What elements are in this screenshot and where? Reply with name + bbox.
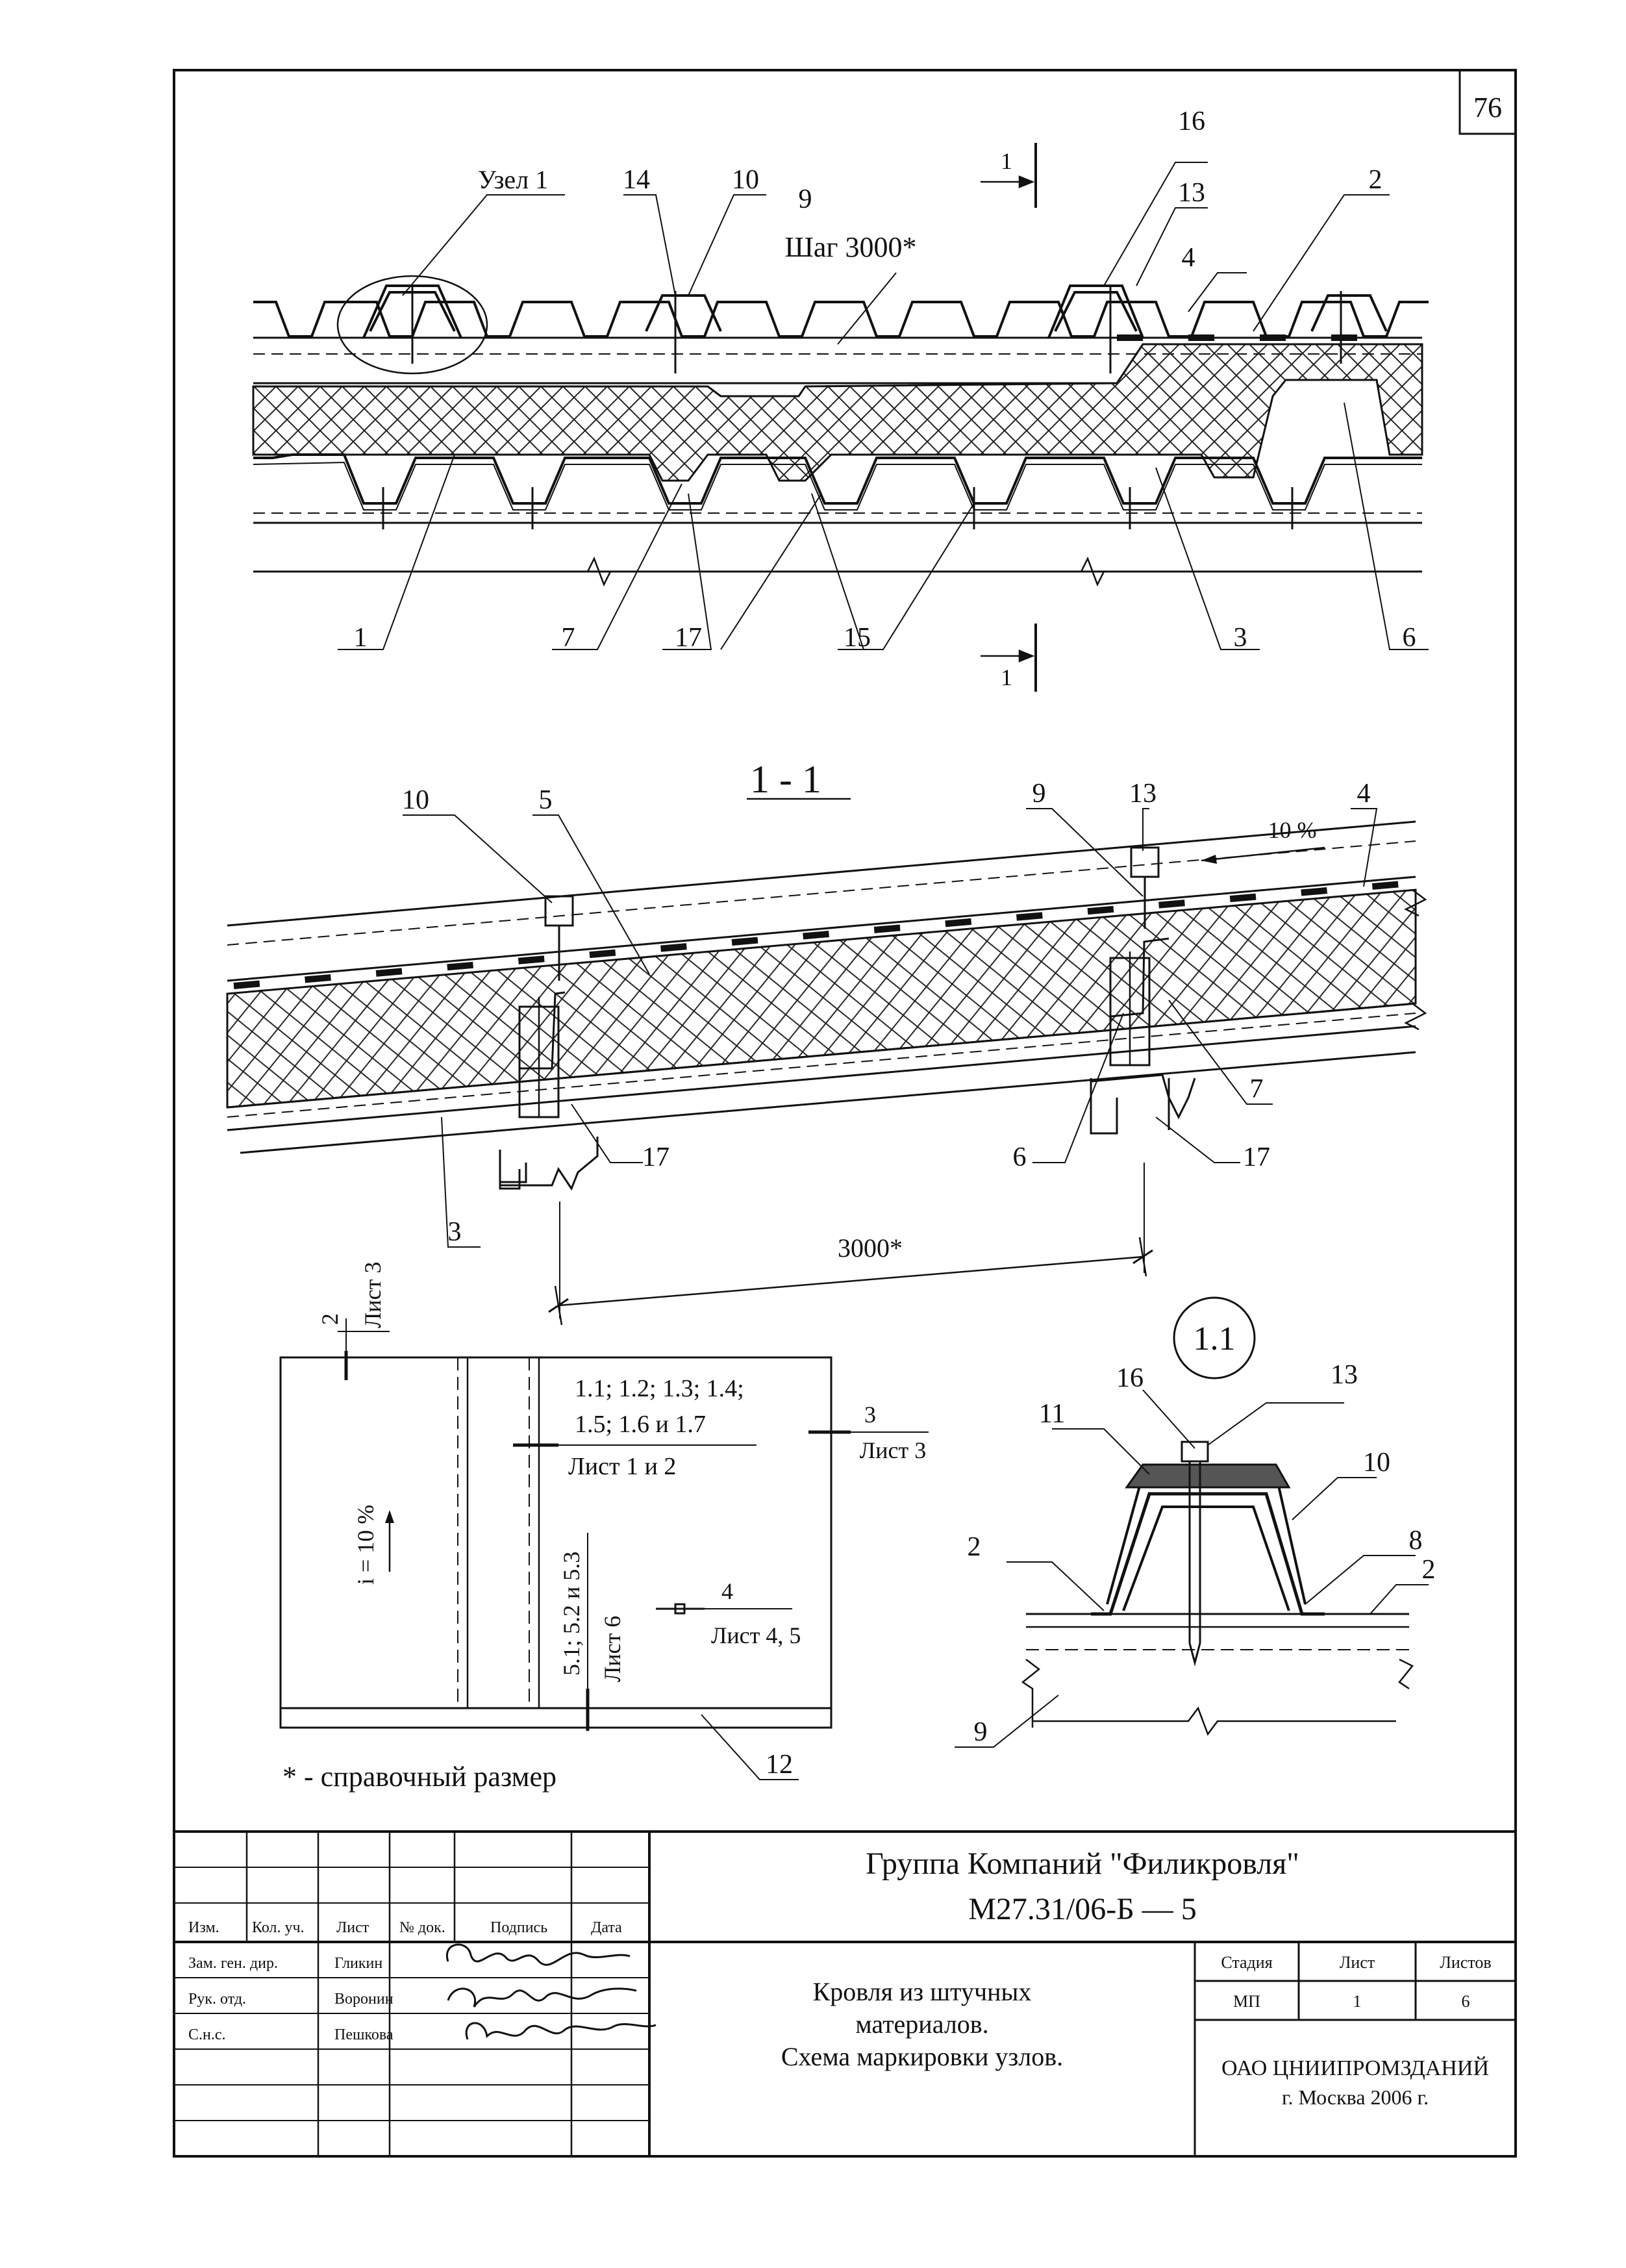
section-mark-top: 1 (1001, 148, 1012, 174)
detail-callout-13: 13 (1331, 1360, 1358, 1390)
section-callout-3: 3 (448, 1217, 462, 1247)
section-callout-17a: 17 (642, 1142, 669, 1172)
callout-2: 2 (1369, 165, 1382, 195)
callout-13: 13 (1178, 178, 1205, 208)
tb-name-3: Пешкова (334, 2026, 394, 2043)
detail-callout-9: 9 (974, 1717, 988, 1747)
callout-14: 14 (623, 165, 650, 195)
title-block: Изм. Кол. уч. Лист № док. Подпись Дата З… (174, 1830, 1516, 2156)
callout-10: 10 (732, 165, 759, 195)
plan-scheme: i = 10 % 2 Лист 3 3 Лист 3 1.1; 1.2; 1.3… (279, 1262, 929, 1780)
plan-node-4-sheet: Лист 4, 5 (711, 1622, 801, 1648)
tb-title-3: Схема маркировки узлов. (781, 2042, 1063, 2071)
callout-9: 9 (799, 184, 812, 214)
section-1-1: 1 - 1 (226, 758, 1427, 1326)
tb-code: М27.31/06-Б — 5 (968, 1892, 1197, 1926)
section-slope: 10 % (1268, 817, 1317, 843)
sheet-number: 76 (1473, 92, 1502, 123)
sheet-number-box (1458, 69, 1517, 135)
tb-role-2: Рук. отд. (188, 1991, 246, 2008)
tb-company: Группа Компаний "Филикровля" (866, 1846, 1299, 1881)
tb-org: ОАО ЦНИИПРОМЗДАНИЙ (1221, 2056, 1489, 2080)
detail-callout-11: 11 (1039, 1399, 1065, 1429)
plan-callout-12: 12 (766, 1750, 793, 1780)
tb-role-3: С.н.с. (188, 2026, 226, 2043)
section-callout-13: 13 (1129, 779, 1157, 809)
plan-cut-2-sheet: Лист 3 (360, 1262, 386, 1328)
signatures (445, 1943, 657, 2040)
tb-name-2: Воронин (334, 1991, 394, 2008)
plan-cut-3-sheet: Лист 3 (860, 1437, 926, 1463)
callout-7: 7 (562, 623, 575, 653)
tb-header-sign: Подпись (490, 1919, 547, 1936)
node-1-label: Узел 1 (478, 165, 548, 194)
tb-city: г. Москва 2006 г. (1282, 2085, 1429, 2109)
tb-header-list: Лист (336, 1919, 369, 1936)
insulation-band (252, 343, 1423, 482)
callout-6: 6 (1403, 623, 1416, 653)
plan-cut-3: 3 (864, 1402, 876, 1428)
tb-header-izm: Изм. (188, 1919, 219, 1936)
tb-role-1: Зам. ген. дир. (188, 1955, 278, 1972)
tb-header-date: Дата (591, 1919, 622, 1936)
callout-3: 3 (1234, 623, 1247, 653)
plan-slope: i = 10 % (353, 1505, 379, 1585)
detail-callout-10: 10 (1363, 1448, 1390, 1478)
tb-sheets: 6 (1462, 1992, 1470, 2011)
detail-callout-2b: 2 (1422, 1555, 1436, 1585)
plan-nodes-5-sheet: Лист 6 (599, 1616, 625, 1682)
sheet-frame (173, 69, 1517, 2158)
section-callout-6: 6 (1013, 1142, 1027, 1172)
callout-1: 1 (354, 623, 368, 653)
tb-header-doc: № док. (399, 1919, 445, 1936)
callout-15: 15 (844, 623, 871, 653)
callout-4: 4 (1182, 243, 1195, 273)
plan-node-4: 4 (721, 1578, 733, 1604)
tb-header-kol: Кол. уч. (252, 1919, 305, 1936)
section-callout-7: 7 (1250, 1074, 1264, 1104)
tb-sheet-header: Лист (1340, 1953, 1375, 1972)
section-callout-5: 5 (539, 785, 553, 815)
step-label: Шаг 3000* (785, 231, 917, 263)
plan-nodes-1-line2: 1.5; 1.6 и 1.7 (575, 1411, 706, 1438)
plan-nodes-5: 5.1; 5.2 и 5.3 (558, 1552, 584, 1676)
section-insulation (226, 888, 1417, 1109)
tb-sheets-header: Листов (1440, 1953, 1491, 1972)
detail-callout-8: 8 (1409, 1526, 1423, 1556)
top-profile-view: Узел 1 Шаг 3000* 1 1 14 10 9 16 13 2 4 1… (252, 107, 1429, 692)
section-callout-9: 9 (1032, 779, 1046, 809)
plan-nodes-1-line1: 1.1; 1.2; 1.3; 1.4; (575, 1375, 744, 1402)
detail-1-1: 1.1 16 13 11 (955, 1296, 1436, 1748)
tb-title-1: Кровля из штучных (813, 1977, 1032, 2006)
tb-stage: МП (1233, 1992, 1260, 2011)
plan-cut-2: 2 (317, 1313, 343, 1325)
plan-nodes-1-sheet: Лист 1 и 2 (568, 1453, 676, 1480)
tb-sheet: 1 (1353, 1992, 1362, 2011)
callout-17: 17 (675, 623, 702, 653)
section-callout-4: 4 (1357, 779, 1371, 809)
section-title: 1 - 1 (750, 758, 821, 801)
callout-16: 16 (1178, 107, 1205, 136)
tb-name-1: Гликин (334, 1955, 382, 1972)
section-callout-10: 10 (402, 785, 429, 815)
detail-callout-16: 16 (1116, 1363, 1144, 1393)
node-1-circle (336, 275, 488, 375)
section-mark-bottom: 1 (1001, 664, 1012, 690)
detail-title: 1.1 (1194, 1320, 1236, 1357)
tb-title-2: материалов. (855, 2010, 988, 2039)
section-callout-17b: 17 (1243, 1142, 1270, 1172)
reference-note: * - справочный размер (282, 1761, 557, 1793)
section-dimension: 3000* (838, 1233, 903, 1263)
tb-stage-header: Стадия (1221, 1953, 1272, 1972)
detail-callout-2a: 2 (968, 1532, 981, 1562)
